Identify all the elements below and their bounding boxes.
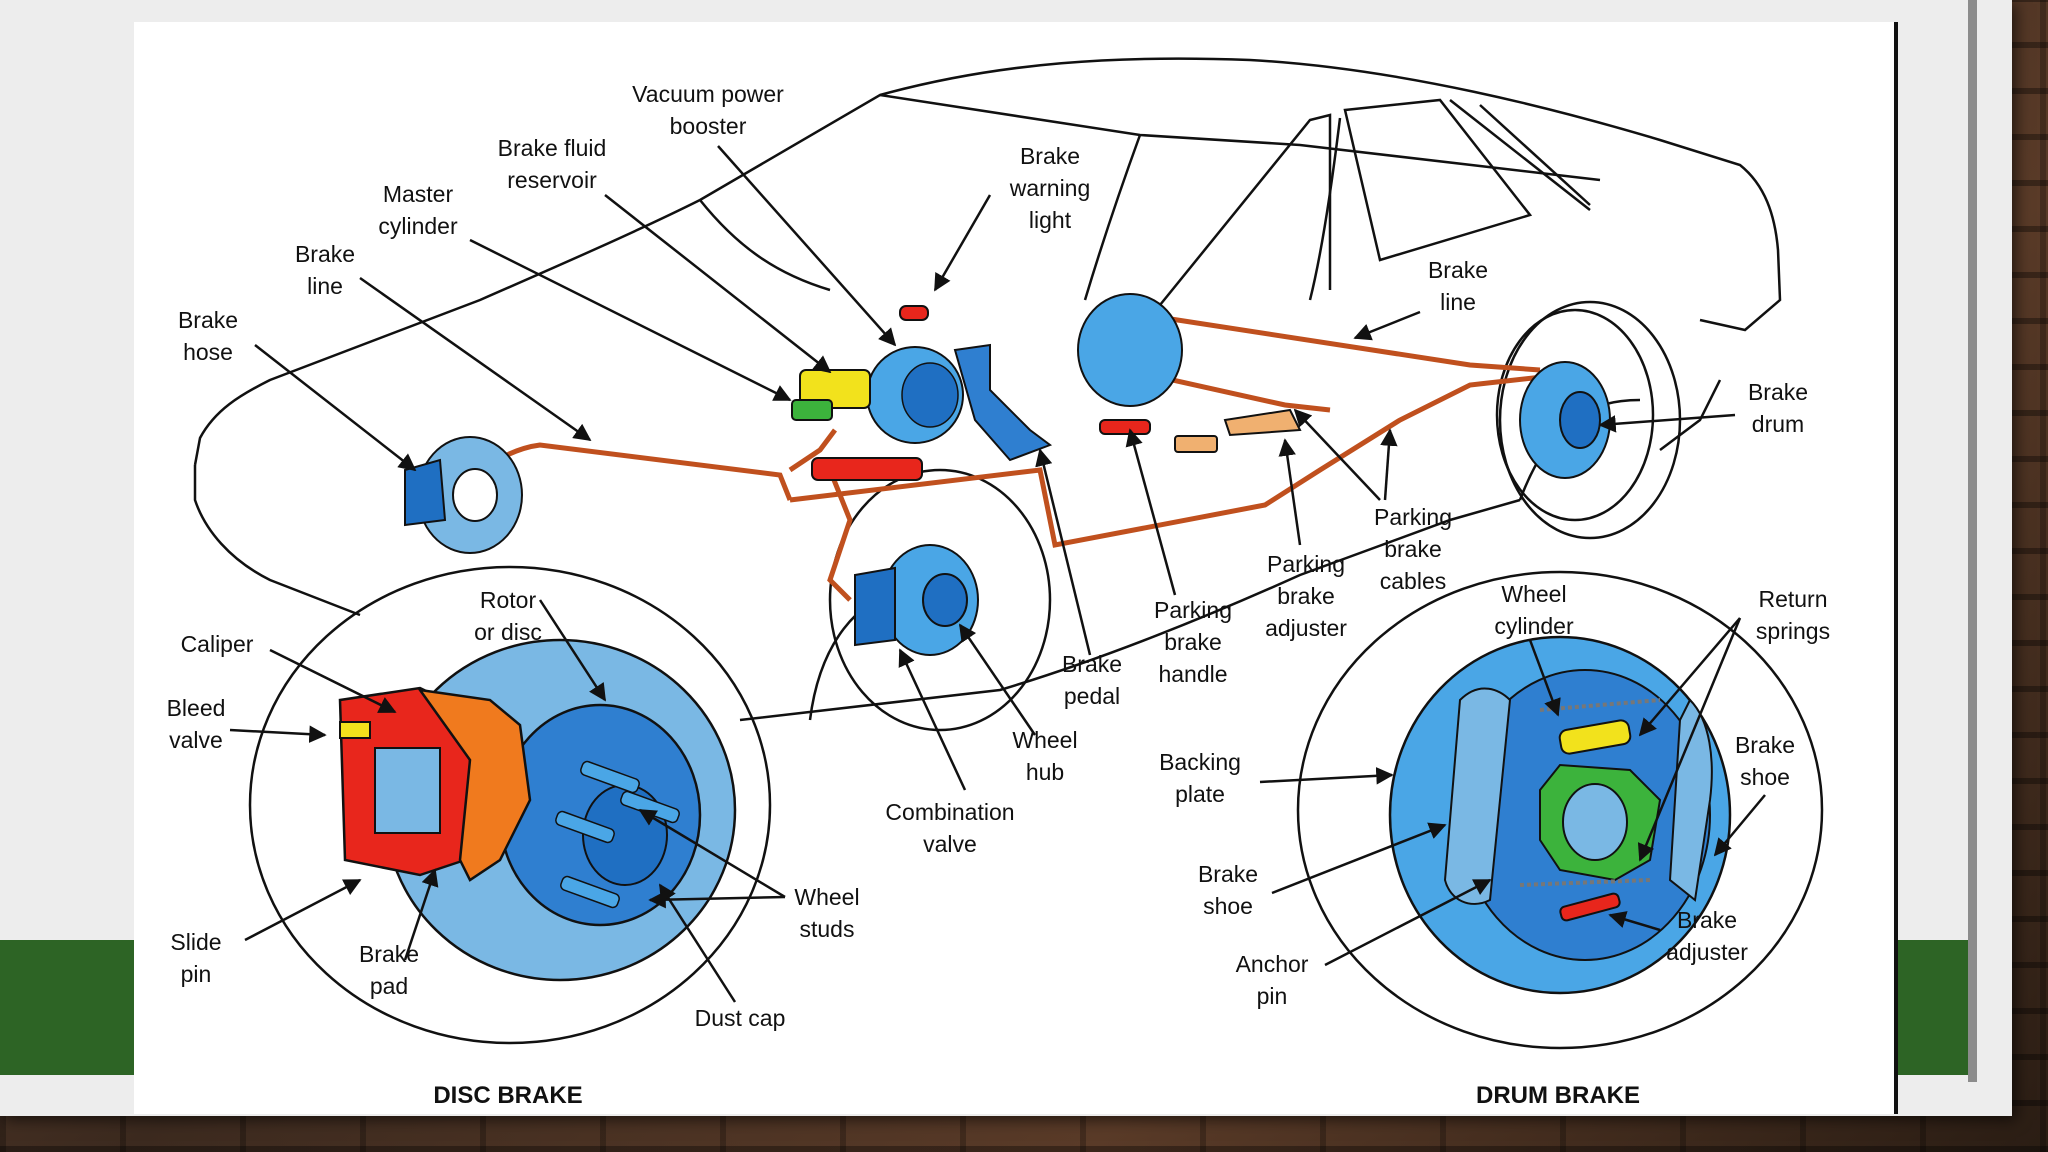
title-disc-brake: DISC BRAKE — [433, 1082, 582, 1109]
front-disc-small — [404, 436, 523, 554]
label-caliper: Caliper — [181, 631, 254, 657]
car-outline — [193, 57, 1782, 722]
master-cylinder-assembly — [791, 305, 1053, 481]
frame-line — [1968, 0, 1977, 1082]
leader-arrows — [229, 145, 1766, 1003]
drum-brake-detail — [1296, 570, 1824, 1050]
front-hub-small — [854, 544, 979, 656]
label-dust-cap: Dust cap — [695, 1005, 786, 1031]
slide — [0, 0, 2012, 1116]
disc-brake-detail — [248, 565, 772, 1045]
wheel-wells — [808, 300, 1682, 732]
rear-drum-small — [1077, 293, 1611, 479]
title-drum-brake: DRUM BRAKE — [1476, 1082, 1640, 1109]
